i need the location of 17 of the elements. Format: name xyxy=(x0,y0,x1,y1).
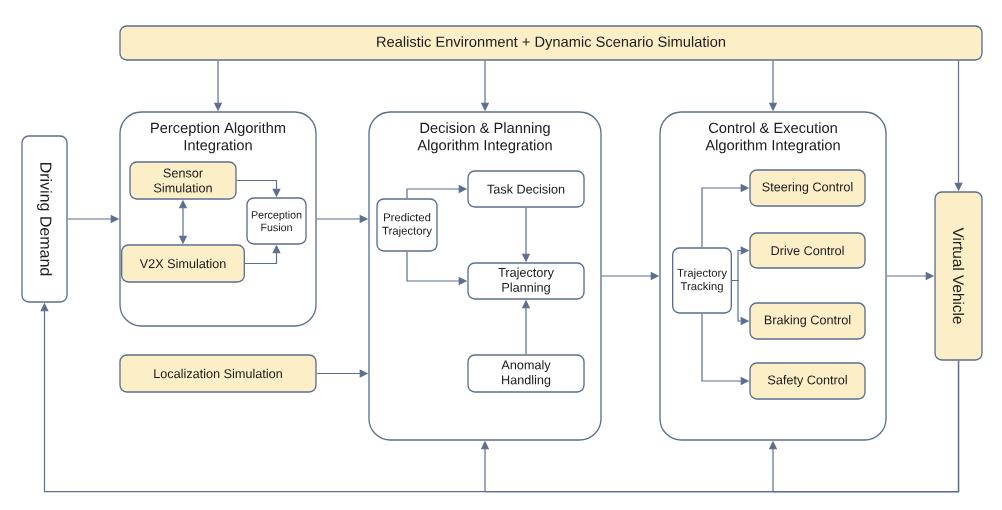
process-box: Safety Control xyxy=(749,362,866,400)
process-box: Anomaly Handling xyxy=(467,354,585,393)
process-box: Virtual Vehicle xyxy=(934,191,983,361)
process-box: Trajectory Planning xyxy=(467,262,585,300)
arrow xyxy=(768,360,960,493)
process-box: Sensor Simulation xyxy=(129,161,237,200)
process-box: Steering Control xyxy=(749,169,866,207)
process-box: Predicted Trajectory xyxy=(376,198,438,252)
process-box: V2X Simulation xyxy=(121,244,245,283)
process-box: Localization Simulation xyxy=(119,354,317,393)
process-box: Perception Fusion xyxy=(246,197,307,245)
process-box: Trajectory Tracking xyxy=(672,247,732,314)
process-box: Braking Control xyxy=(749,302,866,340)
process-box: Drive Control xyxy=(749,232,866,269)
process-box: Driving Demand xyxy=(21,135,68,303)
banner-box: Realistic Environment + Dynamic Scenario Simulation xyxy=(119,25,983,61)
process-box: Task Decision xyxy=(467,170,585,208)
